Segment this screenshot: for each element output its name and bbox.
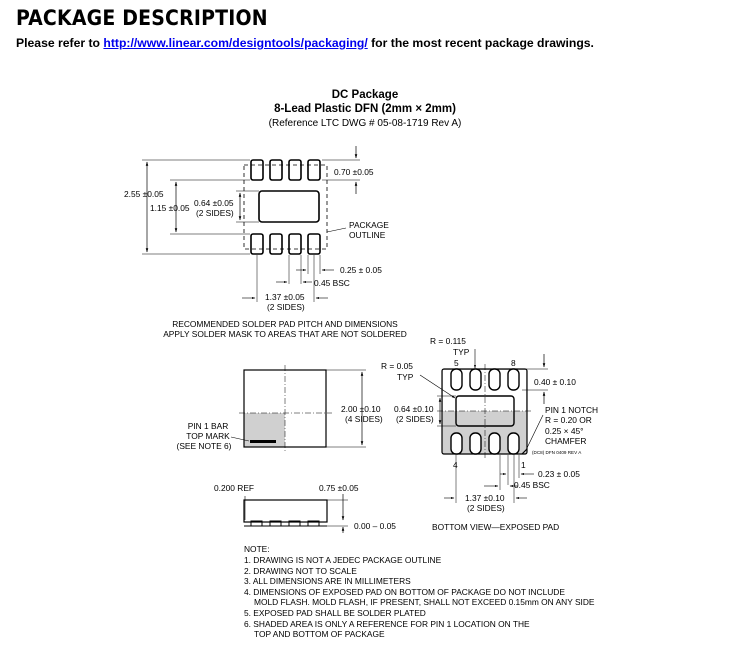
dim-width-137: 1.37 ±0.05 (265, 292, 305, 302)
refer-prefix: Please refer to (16, 36, 101, 50)
notes-heading: NOTE: (244, 544, 270, 554)
outline-label-1: PACKAGE (349, 220, 389, 230)
packaging-link[interactable]: http://www.linear.com/designtools/packag… (103, 36, 368, 50)
solder-caption-2: APPLY SOLDER MASK TO AREAS THAT ARE NOT … (163, 329, 407, 339)
bottom-exposed-pad (455, 395, 515, 427)
note-item: 6. SHADED AREA IS ONLY A REFERENCE FOR P… (244, 618, 530, 629)
dim-exposed-064: 0.64 ±0.10 (394, 404, 434, 414)
pad-bottom-1 (250, 233, 264, 255)
package-name: DC Package (332, 89, 398, 101)
dim-bottom-width-sides: (2 SIDES) (467, 503, 505, 513)
note-item: TOP AND BOTTOM OF PACKAGE (254, 629, 385, 640)
top-view: PIN 1 BAR TOP MARK (SEE NOTE 6) 2.00 ±0.… (177, 365, 383, 452)
refer-suffix: for the most recent package drawings. (371, 36, 594, 50)
pin1-label-2: TOP MARK (186, 431, 230, 441)
note-item: 4. DIMENSIONS OF EXPOSED PAD ON BOTTOM O… (244, 586, 565, 597)
package-outline-dashed (243, 164, 328, 250)
note-item: 5. EXPOSED PAD SHALL BE SOLDER PLATED (244, 608, 426, 618)
r-top-typ: TYP (453, 347, 470, 357)
pin4-label: 4 (453, 460, 458, 470)
note-item: 2. DRAWING NOT TO SCALE (244, 565, 357, 576)
notch-label-1: PIN 1 NOTCH (545, 405, 598, 415)
pad-bottom-3 (288, 233, 302, 255)
dim-pitch: 0.45 BSC (314, 278, 350, 288)
bottom-view: R = 0.115 TYP 5 8 R = 0.05 TYP 0.64 ±0.1… (381, 336, 598, 532)
solder-caption-1: RECOMMENDED SOLDER PAD PITCH AND DIMENSI… (172, 319, 398, 329)
notch-label-4: CHAMFER (545, 436, 586, 446)
dim-top-070: 0.70 ±0.05 (334, 167, 374, 177)
dim-inner-height: 1.15 ±0.05 (150, 203, 190, 213)
dim-bottom-width: 1.37 ±0.10 (465, 493, 505, 503)
pad-bottom-2 (269, 233, 283, 255)
dim-lead-width: 0.25 ± 0.05 (340, 265, 382, 275)
notch-label-2: R = 0.20 OR (545, 415, 592, 425)
note-item: 3. ALL DIMENSIONS ARE IN MILLIMETERS (244, 576, 411, 587)
pin1-label-1: PIN 1 BAR (188, 421, 229, 431)
dim-body-200: 2.00 ±0.10 (341, 404, 381, 414)
pin5-label: 5 (454, 358, 459, 368)
dim-width-sides: (2 SIDES) (267, 302, 305, 312)
exposed-pad (258, 190, 320, 223)
dim-exposed-sides: (2 SIDES) (396, 414, 434, 424)
pad-top-3 (288, 159, 302, 181)
notch-label-3: 0.25 × 45° (545, 426, 584, 436)
package-subtitle: 8-Lead Plastic DFN (2mm × 2mm) (274, 103, 456, 115)
dim-side-ref: 0.200 REF (214, 483, 254, 493)
outline-label-2: OUTLINE (349, 230, 386, 240)
pad-bottom-4 (307, 233, 321, 255)
pin1-label-3: (SEE NOTE 6) (177, 441, 232, 451)
dim-bottom-pitch: 0.45 BSC (514, 480, 550, 490)
pin1-label: 1 (521, 460, 526, 470)
side-body-outline (243, 499, 328, 523)
package-reference: (Reference LTC DWG # 05-08-1719 Rev A) (269, 118, 462, 129)
r-pad-typ: TYP (397, 372, 414, 382)
dim-body-sides: (4 SIDES) (345, 414, 383, 424)
note-item: 1. DRAWING IS NOT A JEDEC PACKAGE OUTLIN… (244, 555, 442, 565)
refer-line: Please refer to http://www.linear.com/de… (16, 36, 594, 50)
pad-top-2 (269, 159, 283, 181)
pin8-label: 8 (511, 358, 516, 368)
dim-bottom-lead-width: 0.23 ± 0.05 (538, 469, 580, 479)
dim-pad-sides: (2 SIDES) (196, 208, 234, 218)
pad-top-4 (307, 159, 321, 181)
bottom-caption: BOTTOM VIEW—EXPOSED PAD (432, 522, 559, 532)
r-pad-label: R = 0.05 (381, 361, 413, 371)
r-top-label: R = 0.115 (430, 336, 466, 346)
dim-lead-len: 0.40 ± 0.10 (534, 377, 576, 387)
side-view: 0.200 REF 0.75 ±0.05 0.00 – 0.05 (214, 483, 396, 533)
page-title: PACKAGE DESCRIPTION (16, 6, 268, 30)
note-item: MOLD FLASH. MOLD FLASH, IF PRESENT, SHAL… (254, 597, 595, 608)
dim-height-255: 2.55 ±0.05 (124, 189, 164, 199)
solder-pad-view: 2.55 ±0.05 1.15 ±0.05 0.64 ±0.05 (2 SIDE… (124, 146, 407, 339)
pin1-bar (250, 440, 276, 443)
dim-side-height: 0.75 ±0.05 (319, 483, 359, 493)
dim-side-standoff: 0.00 – 0.05 (354, 521, 396, 531)
pad-top-1 (250, 159, 264, 181)
dwg-code: (DC8) DFN 0409 REV A (532, 450, 582, 455)
dim-pad-064: 0.64 ±0.05 (194, 198, 234, 208)
